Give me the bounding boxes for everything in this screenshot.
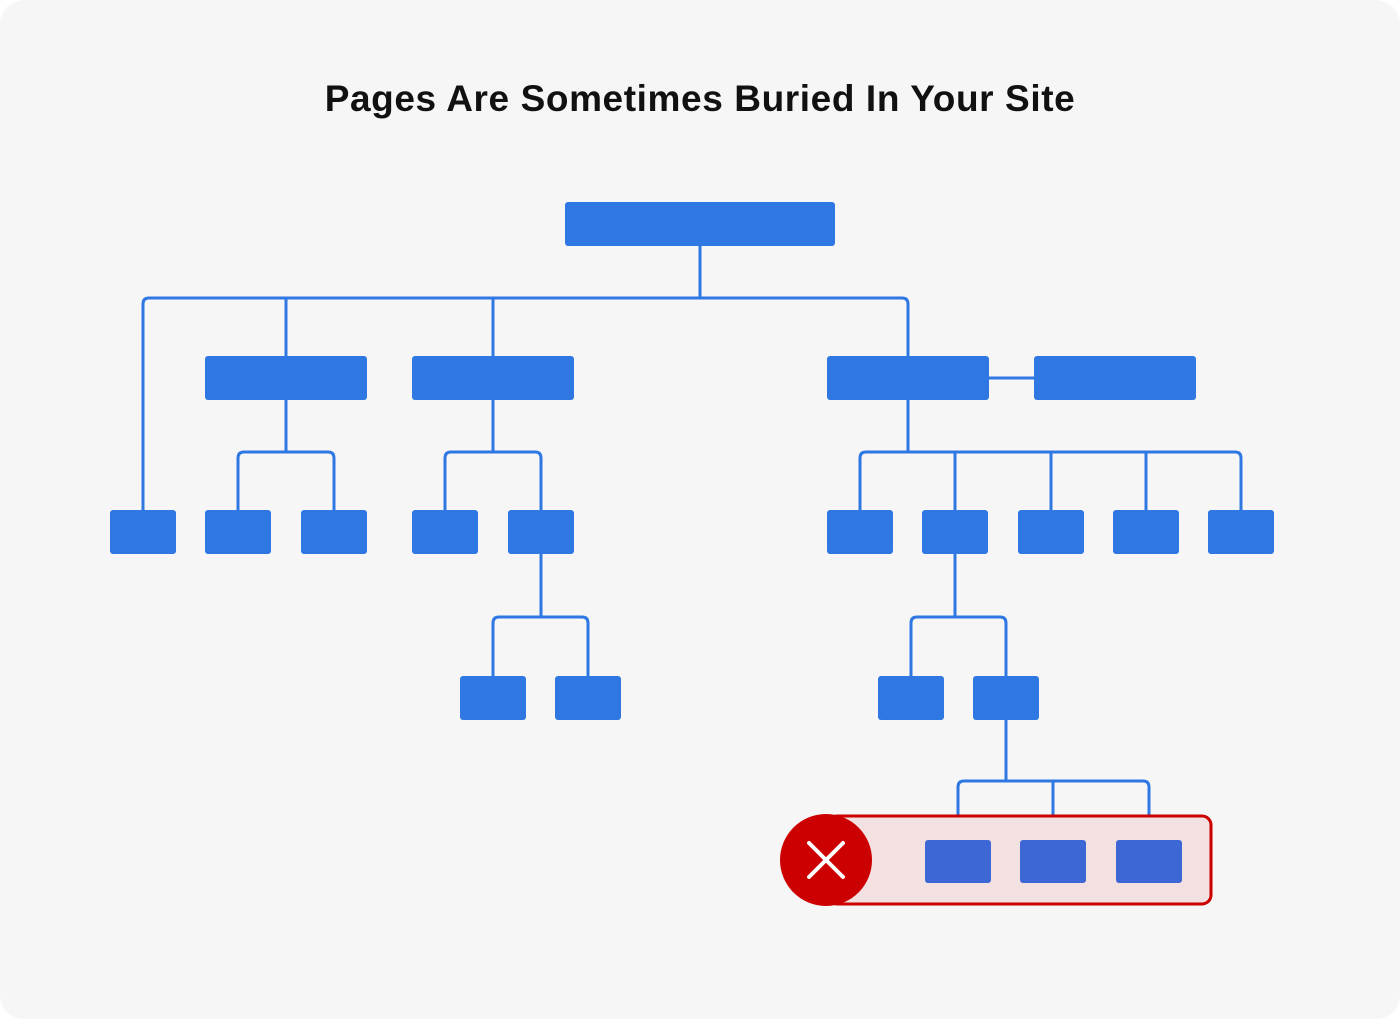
page-node-section-3: [827, 356, 989, 400]
page-node-leaf-n: [1208, 510, 1274, 554]
page-node-section-1: [205, 356, 367, 400]
page-node-buried-3: [1116, 840, 1182, 883]
page-node-buried-2: [1020, 840, 1086, 883]
connector-leaf-a: [141, 296, 150, 510]
page-node-leaf-j: [878, 676, 944, 720]
connector-leaf-f: [491, 615, 500, 676]
page-node-leaf-b: [205, 510, 271, 554]
page-node-sub-i: [922, 510, 988, 554]
page-node-leaf-g: [555, 676, 621, 720]
connector-sub-k: [999, 615, 1008, 676]
page-node-leaf-d: [412, 510, 478, 554]
connector-buried-3: [1142, 779, 1151, 840]
buried-pages-warning: [780, 814, 1213, 906]
connector-leaf-d: [443, 450, 452, 510]
close-x-icon: [780, 814, 872, 906]
connector-buried-1: [956, 779, 965, 840]
connector-leaf-g: [581, 615, 590, 676]
page-node-section-2: [412, 356, 574, 400]
connector-leaf-c: [327, 450, 336, 510]
page-node-leaf-m: [1113, 510, 1179, 554]
page-node-leaf-c: [301, 510, 367, 554]
connector-section-3: [901, 296, 910, 356]
page-node-leaf-a: [110, 510, 176, 554]
page-node-home: [565, 202, 835, 246]
diagram-title: Pages Are Sometimes Buried In Your Site: [324, 78, 1076, 119]
page-node-buried-1: [925, 840, 991, 883]
connector-lines: [141, 246, 1243, 840]
page-node-sub-k: [973, 676, 1039, 720]
connector-leaf-h: [858, 450, 867, 510]
connector-sub-e: [534, 450, 543, 510]
page-node-leaf-f: [460, 676, 526, 720]
page-nodes: [110, 202, 1274, 883]
page-node-section-3-peer: [1034, 356, 1196, 400]
page-node-leaf-h: [827, 510, 893, 554]
page-node-leaf-l: [1018, 510, 1084, 554]
connector-leaf-j: [909, 615, 918, 676]
page-node-sub-e: [508, 510, 574, 554]
connector-leaf-b: [236, 450, 245, 510]
connector-leaf-n: [1234, 450, 1243, 510]
